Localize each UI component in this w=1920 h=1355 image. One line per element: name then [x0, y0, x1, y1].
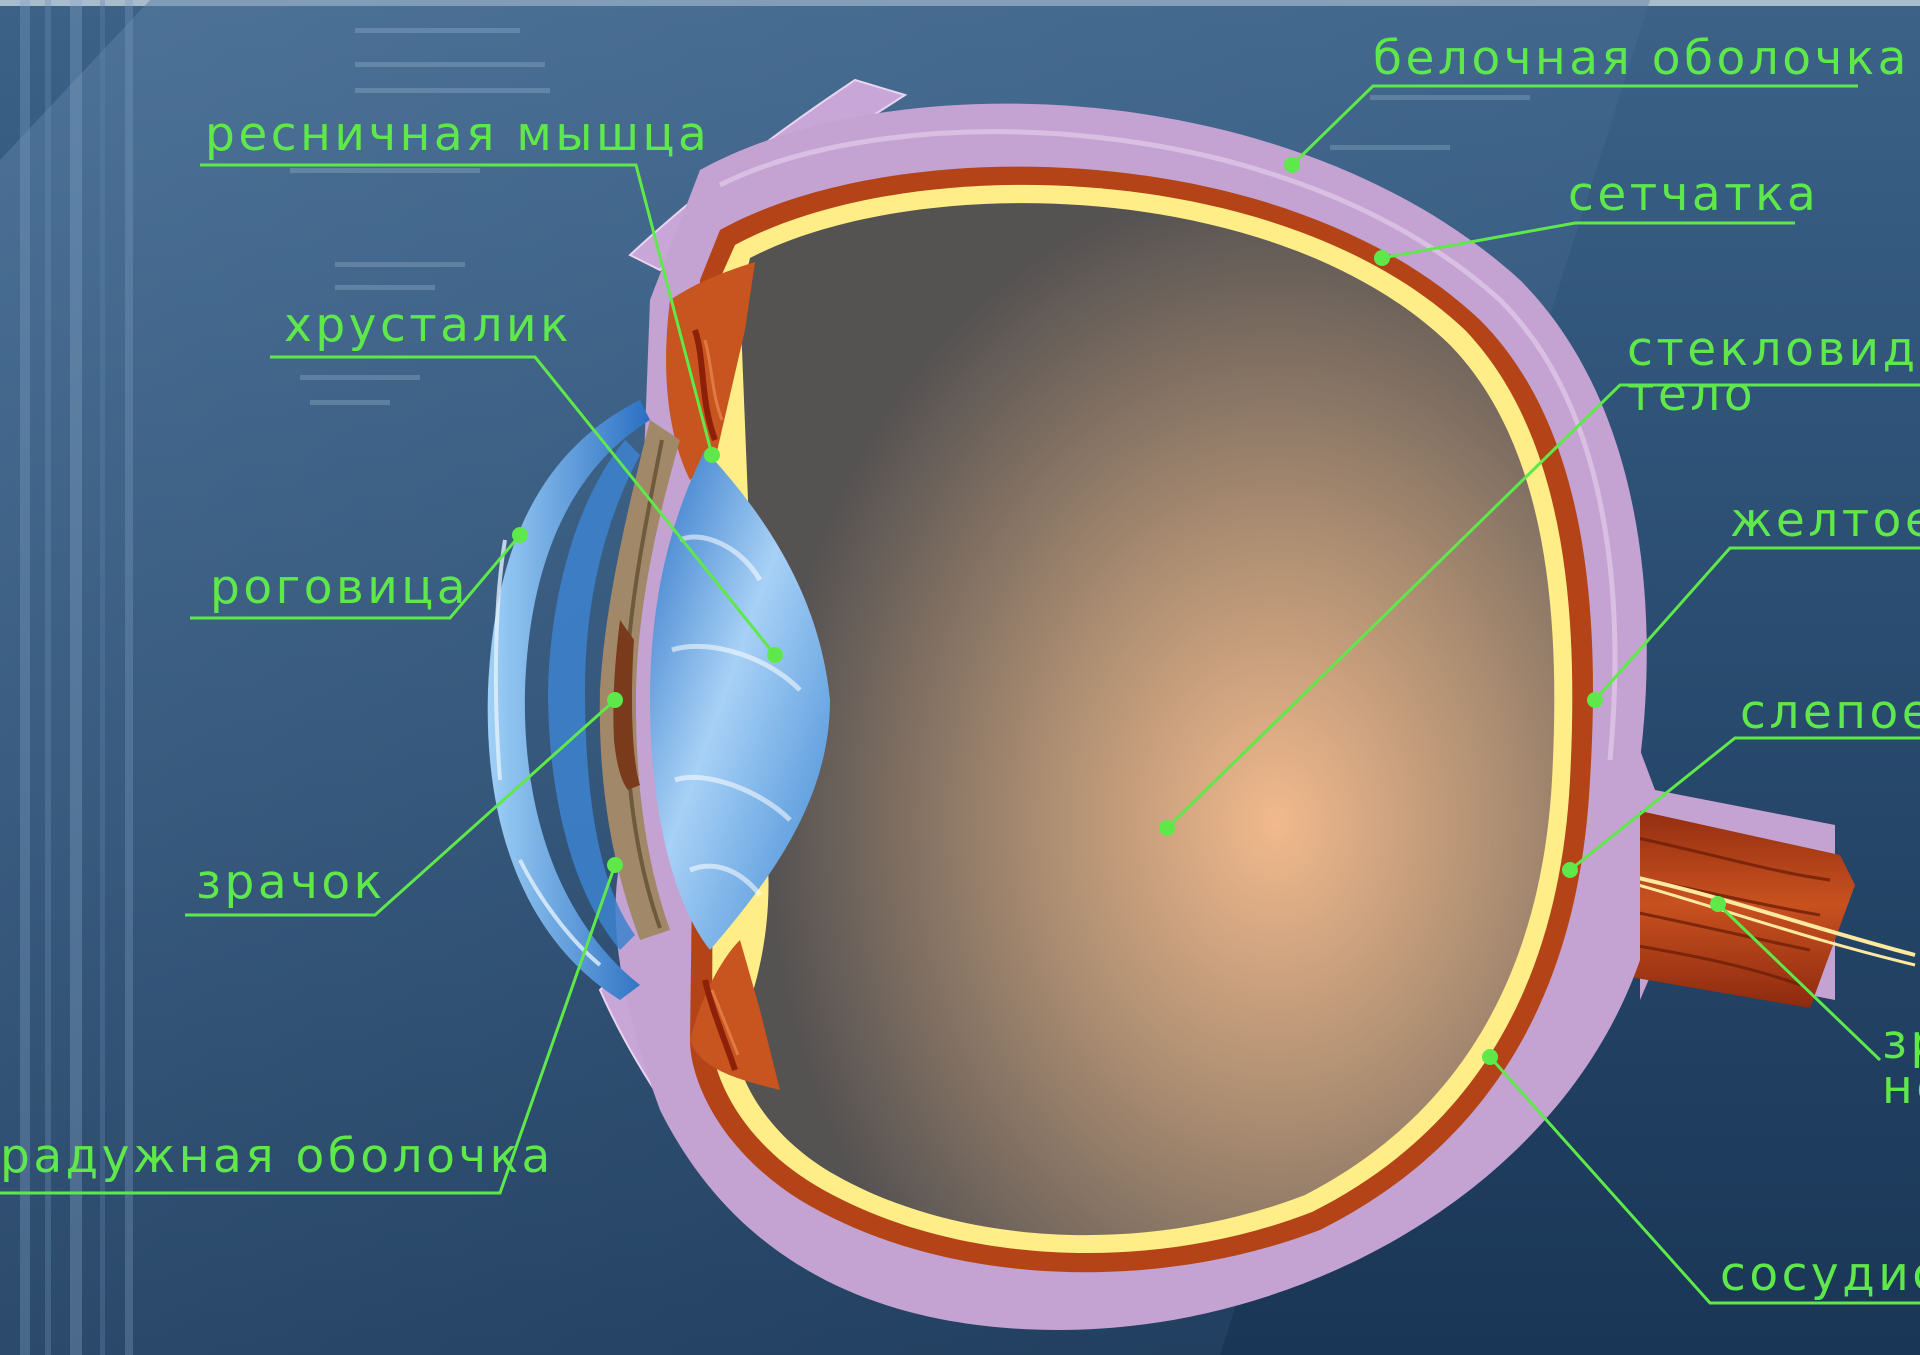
label-optic-nerve-line2: не	[1882, 1060, 1920, 1115]
dot-choroid	[1482, 1049, 1498, 1065]
dot-pupil	[607, 692, 623, 708]
label-blind-spot: слепое	[1740, 685, 1920, 740]
label-yellow-spot: желтое	[1730, 493, 1920, 548]
dot-blind-spot	[1562, 862, 1578, 878]
label-sclera: белочная оболочка	[1373, 31, 1910, 86]
label-retina: сетчатка	[1568, 167, 1819, 222]
label-choroid: сосудист	[1720, 1247, 1920, 1302]
label-iris: радужная оболочка	[0, 1129, 554, 1184]
label-pupil: зрачок	[196, 855, 386, 910]
dot-lens	[767, 647, 783, 663]
vitreous-body	[735, 203, 1554, 1235]
dot-sclera	[1284, 157, 1300, 173]
dot-optic-nerve	[1710, 896, 1726, 912]
dot-iris	[607, 857, 623, 873]
label-cornea: роговица	[210, 560, 469, 615]
dot-yellow-spot	[1587, 692, 1603, 708]
label-lens: хрусталик	[284, 298, 572, 353]
dot-retina	[1374, 250, 1390, 266]
label-ciliary-muscle: ресничная мышца	[205, 107, 710, 162]
dot-cornea	[512, 527, 528, 543]
dot-ciliary-muscle	[704, 447, 720, 463]
dot-vitreous-body	[1159, 820, 1175, 836]
label-vitreous-line2: тело	[1627, 367, 1756, 422]
